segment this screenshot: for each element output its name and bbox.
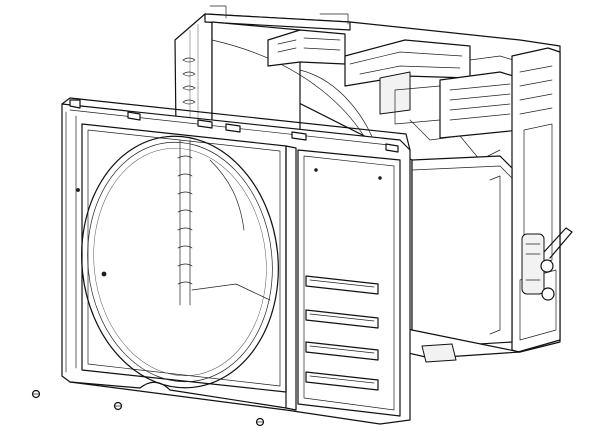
panel-top-clips [69,99,399,153]
screws [31,389,265,427]
vent-slot [305,309,379,329]
valve-cap-upper [540,259,554,273]
panel-screw-hole [101,271,107,277]
screw-1 [31,389,41,399]
fan-ring-inner [87,141,273,383]
panel-divider [285,145,297,411]
service-plate [297,149,401,417]
vent-slot [305,371,379,391]
vent-slot [305,275,379,295]
fan-ring-outer [81,135,279,389]
vent-slot [305,341,379,361]
compressor-housing [411,155,513,349]
front-panel-outline [61,103,411,425]
valve-cap-lower [541,287,555,301]
screw-2 [113,401,123,411]
valve-pipe [543,227,573,259]
top-frame-bar [204,13,351,31]
service-valves [521,227,573,301]
screw-3 [255,417,265,427]
coil-through-opening [177,139,271,306]
front-panel [61,97,411,425]
electrical-panel [439,71,521,139]
fan-opening [81,135,279,389]
right-side-panel [511,47,561,353]
mounting-foot-right [421,343,457,363]
vent-slots [305,275,379,391]
valve-body [521,233,545,295]
